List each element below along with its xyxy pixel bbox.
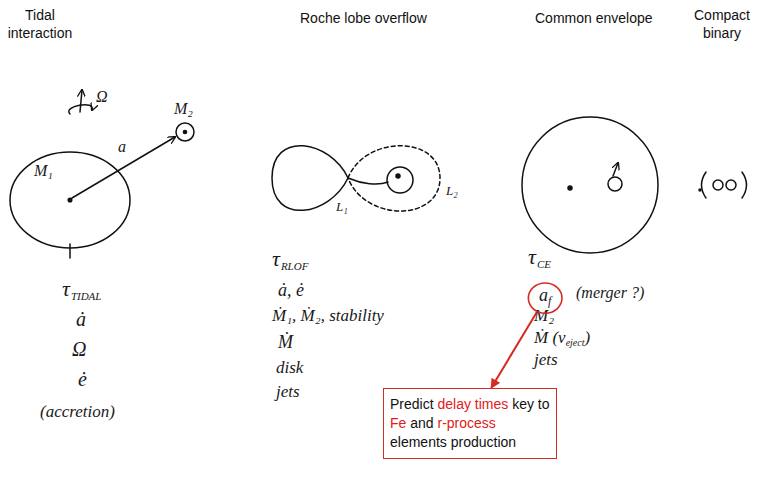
- subscript: f: [548, 294, 551, 308]
- bracket-left: [702, 172, 707, 198]
- quantity: jets: [276, 382, 300, 402]
- accretor: [396, 174, 400, 178]
- column-heading: Roche lobe overflow: [300, 10, 427, 26]
- quantity: disk: [276, 358, 303, 378]
- primary-star: [10, 152, 130, 248]
- quantity: jets: [534, 350, 558, 370]
- spin-symbol: Ω: [96, 88, 108, 106]
- callout-arrow: [491, 311, 537, 388]
- lagrange-point: L₂: [446, 184, 458, 199]
- star-center: [68, 198, 72, 202]
- accretion-disk: [387, 167, 413, 193]
- callout-box: Predict delay times key to Fe and r-proc…: [383, 388, 557, 459]
- axis-tick: [69, 244, 71, 258]
- subscript: CE: [537, 258, 551, 271]
- accretor-lobe: [348, 146, 440, 211]
- callout-text: Predict delay times key to Fe and r-proc…: [390, 395, 550, 452]
- quantity: ȧ: [76, 308, 86, 331]
- subscript: RLOF: [281, 260, 309, 273]
- subscript: eject: [566, 337, 585, 349]
- quantity: ȧ, ė: [278, 280, 304, 301]
- subscript: TIDAL: [71, 290, 102, 303]
- inspiral-companion: [608, 177, 622, 191]
- compact-star: [726, 180, 736, 190]
- compact-star: [713, 180, 723, 190]
- inspiral-arrow: [613, 163, 618, 176]
- column-heading: Tidal interaction: [0, 6, 80, 42]
- dot-mark: [699, 189, 701, 191]
- quantity: ): [585, 328, 591, 348]
- column-heading: Compact binary: [690, 6, 754, 42]
- quantity: a: [539, 285, 548, 305]
- separation-label: a: [118, 138, 126, 156]
- quantity: M₂: [534, 306, 554, 326]
- rotation-arrow: [69, 105, 93, 114]
- circled-quantity: af: [528, 282, 562, 314]
- mass-stream: [348, 178, 388, 184]
- common-envelope: [522, 117, 658, 253]
- companion-star: [176, 123, 194, 141]
- timescale-symbol: τ: [528, 244, 536, 269]
- star-label: M₂: [174, 100, 193, 118]
- separation-arrow: [72, 137, 175, 198]
- quantity: Ṁ: [278, 332, 293, 353]
- spin-axis: [80, 90, 82, 112]
- note: (merger ?): [576, 284, 644, 302]
- companion-center: [183, 130, 186, 133]
- timescale-symbol: τ: [272, 246, 280, 271]
- quantity: ė: [78, 368, 87, 391]
- core: [568, 186, 572, 190]
- quantity: Ṁ₁, Ṁ₂, stability: [272, 306, 384, 326]
- quantity: Ṁ (v: [534, 328, 566, 348]
- bracket-right: [742, 172, 747, 198]
- red-ellipse: [528, 283, 562, 313]
- column-heading: Common envelope: [535, 10, 653, 26]
- star-label: M₁: [34, 162, 53, 180]
- quantity: Ω: [72, 338, 86, 361]
- timescale-symbol: τ: [62, 276, 70, 301]
- lagrange-point: L₁: [336, 200, 348, 215]
- note: (accretion): [40, 402, 115, 422]
